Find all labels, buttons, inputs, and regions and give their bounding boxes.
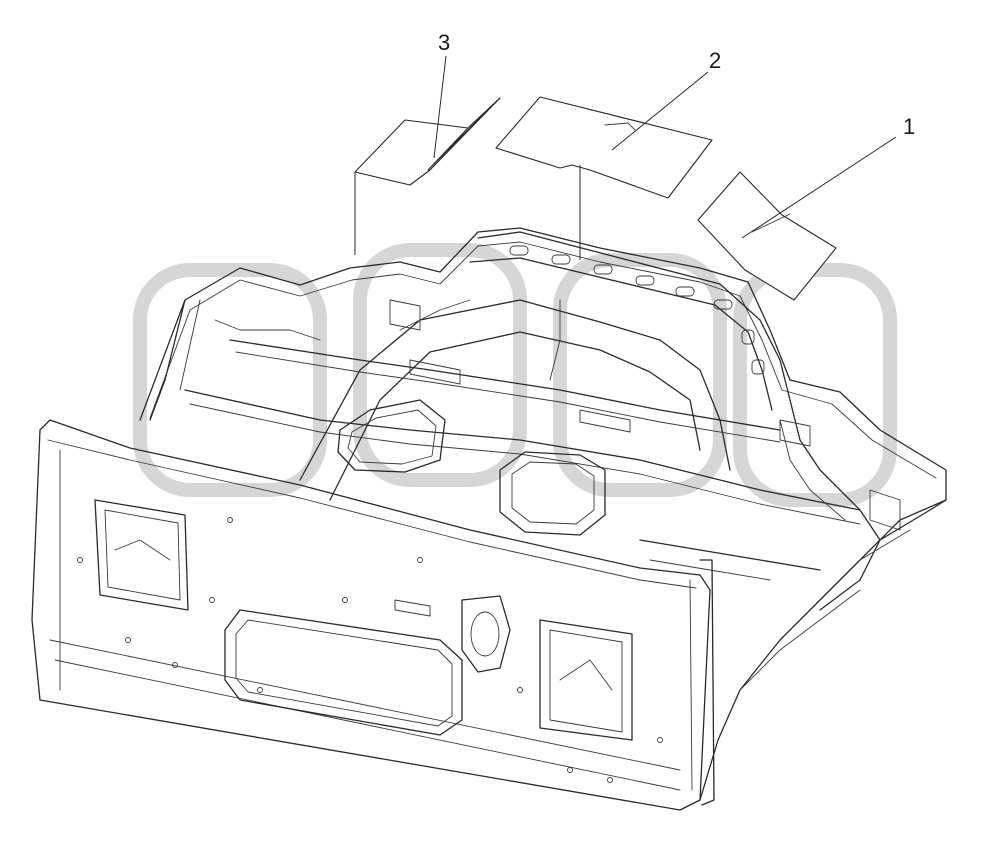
rail-holes [509, 245, 765, 375]
bulkhead-center-recess [224, 609, 463, 736]
insulation-pad-left [354, 97, 501, 255]
insulation-pad-right [697, 171, 837, 301]
insulation-pad-center [495, 96, 713, 260]
floor-pan-assembly [31, 227, 947, 811]
left-floor-opening [337, 399, 446, 473]
bulkhead-right-window [539, 619, 633, 741]
center-mount-bracket [461, 595, 511, 673]
right-floor-opening [499, 451, 606, 536]
callout-leaders [433, 55, 897, 239]
bulkhead-left-window [94, 499, 189, 611]
bulkhead-holes [77, 517, 663, 783]
watermark [133, 243, 897, 507]
floor-brackets [389, 299, 901, 617]
callout-label-1: 1 [903, 114, 915, 139]
callout-label-2: 2 [709, 48, 721, 73]
callout-label-3: 3 [438, 30, 450, 55]
